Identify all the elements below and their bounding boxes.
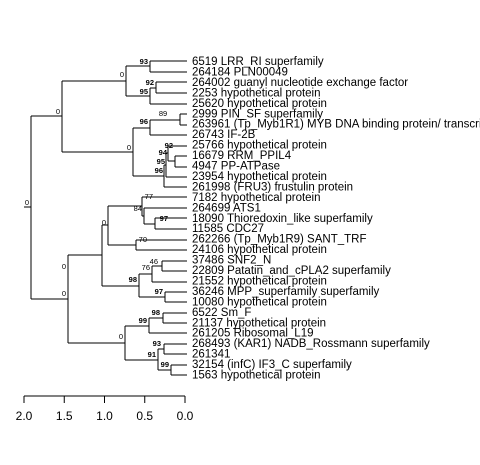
leaf-label: 2999 PIN_SF superfamily <box>192 108 323 120</box>
support-label: 0 <box>62 289 66 298</box>
leaf-label: 262266 (Tp_Myb1R9) SANT_TRF <box>192 234 366 246</box>
support-label: 96 <box>155 166 163 175</box>
support-label: 92 <box>165 141 173 150</box>
support-label: 89 <box>159 109 167 118</box>
leaf-label: 261341 <box>192 349 230 361</box>
axis-tick-label: 1.0 <box>96 409 113 423</box>
branch <box>67 254 125 344</box>
leaf-label: 22809 Patatin_and_cPLA2 superfamily <box>192 265 391 277</box>
leaf-label: 36246 MPP_superfamily superfamily <box>192 286 380 298</box>
branch <box>174 155 187 168</box>
leaf-label: 268493 (KAR1) NADB_Rossmann superfamily <box>192 338 430 350</box>
support-label: 95 <box>157 157 165 166</box>
tree-branches <box>24 60 187 376</box>
support-label: 97 <box>160 214 168 223</box>
branch <box>170 364 187 376</box>
leaf-label: 25620 hypothetical protein <box>192 98 327 110</box>
support-label: 0 <box>102 218 106 227</box>
leaf-label: 264699 ATS1 <box>192 202 261 214</box>
support-label: 0 <box>25 198 29 207</box>
axis-tick-label: 0.5 <box>136 409 153 423</box>
leaf-label: 263961 (Tp_Myb1R1) MYB DNA binding prote… <box>192 119 480 131</box>
leaf-label: 2253 hypothetical protein <box>192 87 321 99</box>
support-label: 99 <box>139 316 147 325</box>
leaf-label: 7182 hypothetical protein <box>192 192 321 204</box>
scale-axis: 2.0 1.5 1.0 0.5 0.0 <box>16 395 194 423</box>
support-label: 0 <box>62 262 66 271</box>
support-label: 92 <box>146 78 154 87</box>
support-label: 98 <box>129 275 137 284</box>
support-label: 0 <box>120 70 124 79</box>
support-label: 91 <box>148 350 156 359</box>
branch <box>163 343 187 355</box>
leaf-label: 11585 CDC27 <box>192 223 264 235</box>
leaf-label: 23954 hypothetical protein <box>192 171 327 183</box>
branch <box>165 152 187 178</box>
support-label: 70 <box>139 235 147 244</box>
support-label: 0 <box>56 107 60 116</box>
leaf-label: 16679 RRM_PPIL4 <box>192 150 292 162</box>
branch <box>155 81 187 94</box>
branch <box>163 164 187 188</box>
leaf-label: 32154 (infC) IF3_C superfamily <box>192 359 352 371</box>
support-label: 96 <box>140 117 148 126</box>
axis-tick-label: 2.0 <box>16 409 33 423</box>
support-label: 97 <box>155 287 163 296</box>
branch <box>162 312 187 324</box>
leaf-label: 25766 hypothetical protein <box>192 140 327 152</box>
leaf-label: 264184 PLN00049 <box>192 67 288 79</box>
support-label: 84 <box>134 204 142 213</box>
support-label: 76 <box>142 263 150 272</box>
branch <box>61 80 133 153</box>
leaf-label: 264002 guanyl nucleotide exchange factor <box>192 77 408 89</box>
leaf-label: 261998 (FRU3) frustulin protein <box>192 181 353 193</box>
branch <box>148 317 187 334</box>
leaf-label: 24106 hypothetical protein <box>192 244 327 256</box>
support-label: 0 <box>119 332 123 341</box>
leaf-label: 21137 hypothetical protein <box>192 317 326 329</box>
support-label: 93 <box>140 57 148 66</box>
leaf-label: 21552 hypothetical protein <box>192 275 327 287</box>
leaf-label: 6519 LRR_RI superfamily <box>192 56 324 68</box>
leaf-label: 261205 Ribosomal_L19 <box>192 328 313 340</box>
axis-tick-label: 1.5 <box>56 409 73 423</box>
branch <box>149 60 187 73</box>
support-label: 77 <box>145 192 153 201</box>
leaf-label: 6522 Sm_F <box>192 307 251 319</box>
branch <box>149 119 187 136</box>
leaf-label: 1563 hypothetical protein <box>192 370 321 382</box>
leaf-label: 26743 IF-2B <box>192 129 256 141</box>
support-label: 98 <box>152 308 160 317</box>
leaf-label: 10080 hypothetical protein <box>192 296 327 308</box>
support-label: 93 <box>153 339 161 348</box>
axis-tick-label: 0.0 <box>177 409 194 423</box>
branch <box>161 260 187 272</box>
branch <box>151 265 187 283</box>
support-label: 95 <box>140 87 148 96</box>
support-label: 94 <box>159 148 168 157</box>
branch <box>179 113 187 126</box>
leaf-label: 4947 PP-ATPase <box>192 161 280 173</box>
support-label: 0 <box>127 143 131 152</box>
support-label: 99 <box>161 360 169 369</box>
support-label: 46 <box>150 257 158 266</box>
branch <box>164 291 187 303</box>
support-values: 93 0 92 95 0 89 96 0 92 94 95 96 0 77 84… <box>25 57 173 369</box>
leaf-label: 18090 Thioredoxin_like superfamily <box>192 213 373 225</box>
leaf-label: 37486 SNF2_N <box>192 255 271 267</box>
